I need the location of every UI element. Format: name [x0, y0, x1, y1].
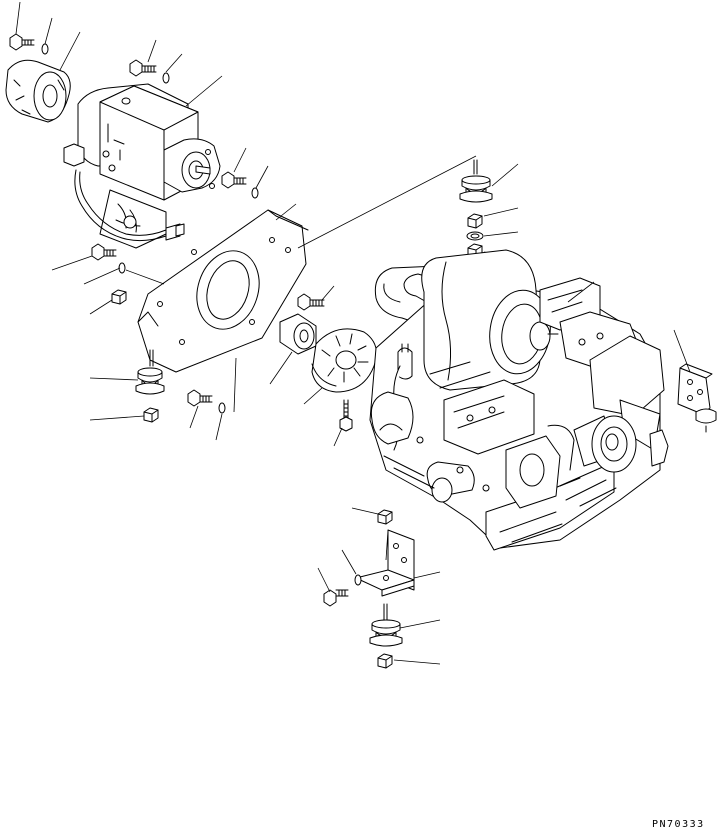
bolt-pump-part[interactable]	[130, 60, 156, 76]
bolt-top-left-part[interactable]	[10, 34, 34, 50]
leader-line	[84, 268, 120, 284]
leader-line	[60, 32, 80, 70]
nut-right-upper-part[interactable]	[468, 214, 482, 228]
leader-line	[148, 40, 156, 62]
drawing-code: PN70333	[652, 819, 705, 830]
engine-bracket-right-part[interactable]	[678, 364, 716, 432]
spring-washer-right-part[interactable]	[467, 232, 483, 240]
washer-plate-bottom-part[interactable]	[219, 403, 225, 413]
bolt-coupling-part[interactable]	[298, 294, 324, 310]
leader-line	[126, 270, 164, 284]
leader-line	[16, 2, 20, 34]
washer-plate-left-part[interactable]	[119, 263, 125, 273]
leader-line	[394, 660, 440, 664]
leader-line	[166, 54, 182, 72]
leader-line	[322, 286, 334, 300]
leader-line	[304, 388, 322, 404]
leader-line	[492, 164, 518, 186]
leader-line	[674, 330, 690, 372]
mounting-bracket-lower-part[interactable]	[356, 530, 414, 596]
washer-flange-part[interactable]	[252, 188, 258, 198]
spacer-collar-part[interactable]	[280, 314, 316, 354]
bolt-plate-bottom-part[interactable]	[188, 390, 212, 406]
bolt-bracket-part[interactable]	[324, 590, 348, 606]
leader-line	[90, 416, 144, 420]
leader-line	[270, 352, 292, 384]
engine-part[interactable]	[370, 250, 668, 550]
leader-line	[90, 300, 112, 314]
leader-line	[256, 166, 268, 188]
leader-line	[234, 148, 246, 172]
leader-line	[352, 508, 378, 514]
bolt-flange-part[interactable]	[222, 172, 246, 188]
coupling-top-left-part[interactable]	[6, 60, 70, 122]
leader-line	[190, 406, 198, 428]
leader-line	[45, 18, 52, 44]
washer-bracket-part[interactable]	[355, 575, 361, 585]
leader-line	[386, 530, 388, 560]
leader-line	[414, 572, 440, 578]
washer-pump-part[interactable]	[163, 73, 169, 83]
leader-line	[484, 208, 518, 216]
hydraulic-pump-part[interactable]	[64, 84, 220, 248]
leader-line	[52, 256, 92, 270]
flexible-coupling-part[interactable]	[312, 329, 376, 392]
leader-line	[186, 76, 222, 106]
leader-line	[334, 428, 342, 446]
leader-line	[298, 156, 476, 248]
leader-line	[276, 204, 296, 220]
leader-line	[216, 414, 222, 440]
nut-left-part[interactable]	[112, 290, 126, 304]
rubber-mount-left-part[interactable]	[136, 350, 164, 394]
leader-line	[90, 378, 138, 380]
leader-line	[568, 282, 594, 302]
leader-line	[484, 232, 518, 236]
rubber-mount-upper-part[interactable]	[460, 160, 492, 202]
leader-line	[400, 620, 440, 628]
rubber-mount-lower-part[interactable]	[370, 604, 402, 646]
nut-bracket-bottom-part[interactable]	[378, 654, 392, 668]
leader-line	[342, 550, 356, 574]
bolt-plate-left-part[interactable]	[92, 244, 116, 260]
nut-left-lower-part[interactable]	[144, 408, 158, 422]
bolt-coupling-lower-part[interactable]	[340, 400, 352, 431]
leader-line	[234, 358, 236, 412]
leader-line	[318, 568, 330, 592]
nut-bracket-top-part[interactable]	[378, 510, 392, 524]
mounting-plate-part[interactable]	[138, 210, 308, 372]
washer-top-left-part[interactable]	[42, 44, 48, 54]
